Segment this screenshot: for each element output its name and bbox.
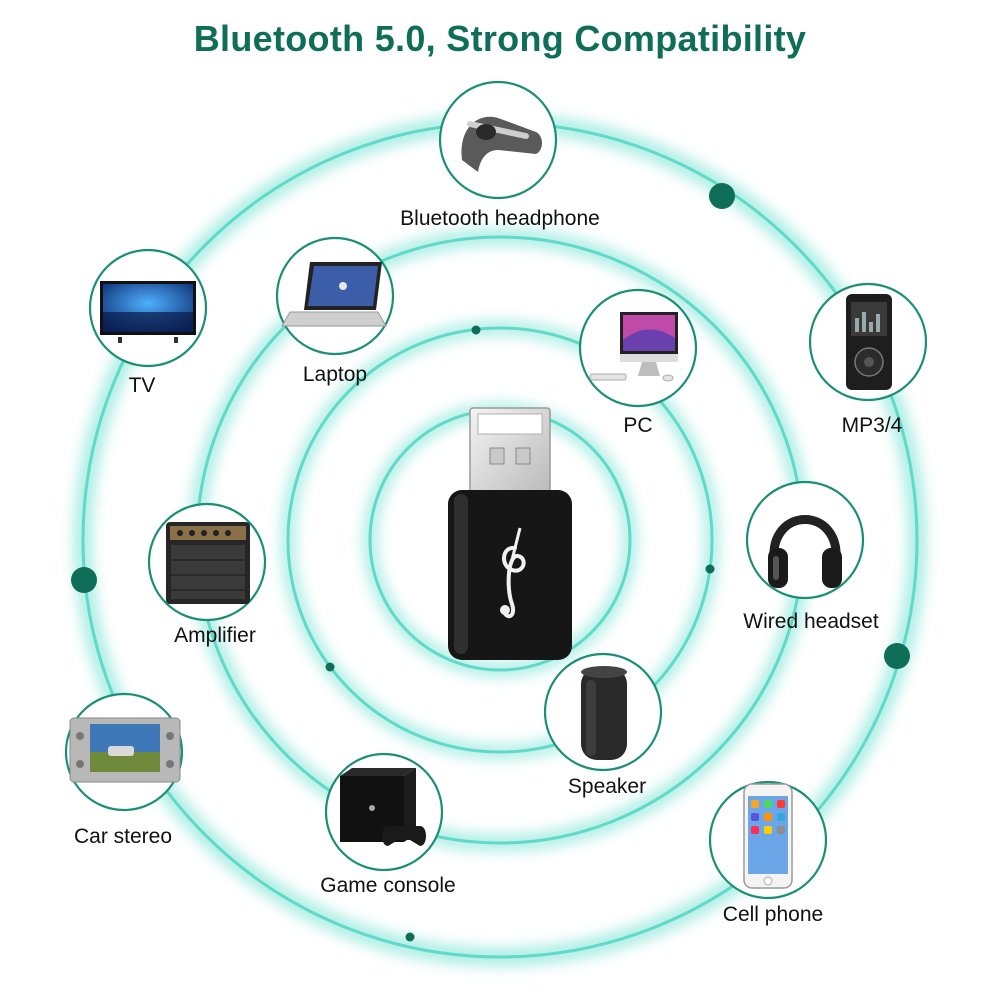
mp3-player-icon (846, 294, 892, 390)
wired-headset-icon (768, 515, 842, 588)
label-tv: TV (128, 374, 156, 397)
label-laptop: Laptop (302, 363, 368, 386)
node-wired-headset (745, 480, 865, 600)
pc-icon (589, 312, 678, 382)
label-pc: PC (623, 414, 653, 437)
bluetooth-headphone-icon (461, 116, 542, 172)
page-title: Bluetooth 5.0, Strong Compatibility (193, 18, 807, 59)
speaker-icon (581, 666, 627, 760)
orbit-dots (71, 183, 910, 942)
tv-icon (100, 281, 196, 343)
orbit-dot (325, 662, 335, 672)
device-nodes (64, 80, 928, 900)
label-cell-phone: Cell phone (722, 903, 824, 926)
node-game-console (324, 752, 444, 872)
orbit-dot (405, 932, 415, 942)
label-wired-headset: Wired headset (743, 610, 879, 633)
node-cell-phone (708, 780, 828, 900)
amplifier-icon (166, 522, 250, 604)
label-amplifier: Amplifier (174, 624, 256, 647)
node-laptop (275, 236, 395, 356)
node-bluetooth-headphone (438, 80, 558, 200)
node-mp3 (808, 282, 928, 402)
label-bluetooth-headphone: Bluetooth headphone (400, 207, 600, 230)
car-stereo-icon (69, 717, 181, 783)
game-console-icon (340, 768, 426, 846)
label-speaker: Speaker (567, 775, 647, 798)
ring-inner (286, 326, 714, 754)
orbit-dot (471, 325, 481, 335)
laptop-icon (281, 262, 387, 327)
label-mp3: MP3/4 (841, 414, 903, 437)
node-car-stereo (64, 692, 184, 812)
node-pc (578, 288, 698, 408)
label-car-stereo: Car stereo (73, 825, 173, 848)
usb-bluetooth-adapter-icon (448, 407, 572, 660)
cell-phone-icon (743, 783, 793, 889)
orbit-dot (884, 643, 910, 669)
orbit-dot (71, 567, 97, 593)
orbit-dot (705, 564, 715, 574)
node-speaker (543, 652, 663, 772)
label-game-console: Game console (320, 874, 456, 897)
orbit-dot (709, 183, 735, 209)
node-tv (88, 248, 208, 368)
node-amplifier (147, 502, 267, 622)
